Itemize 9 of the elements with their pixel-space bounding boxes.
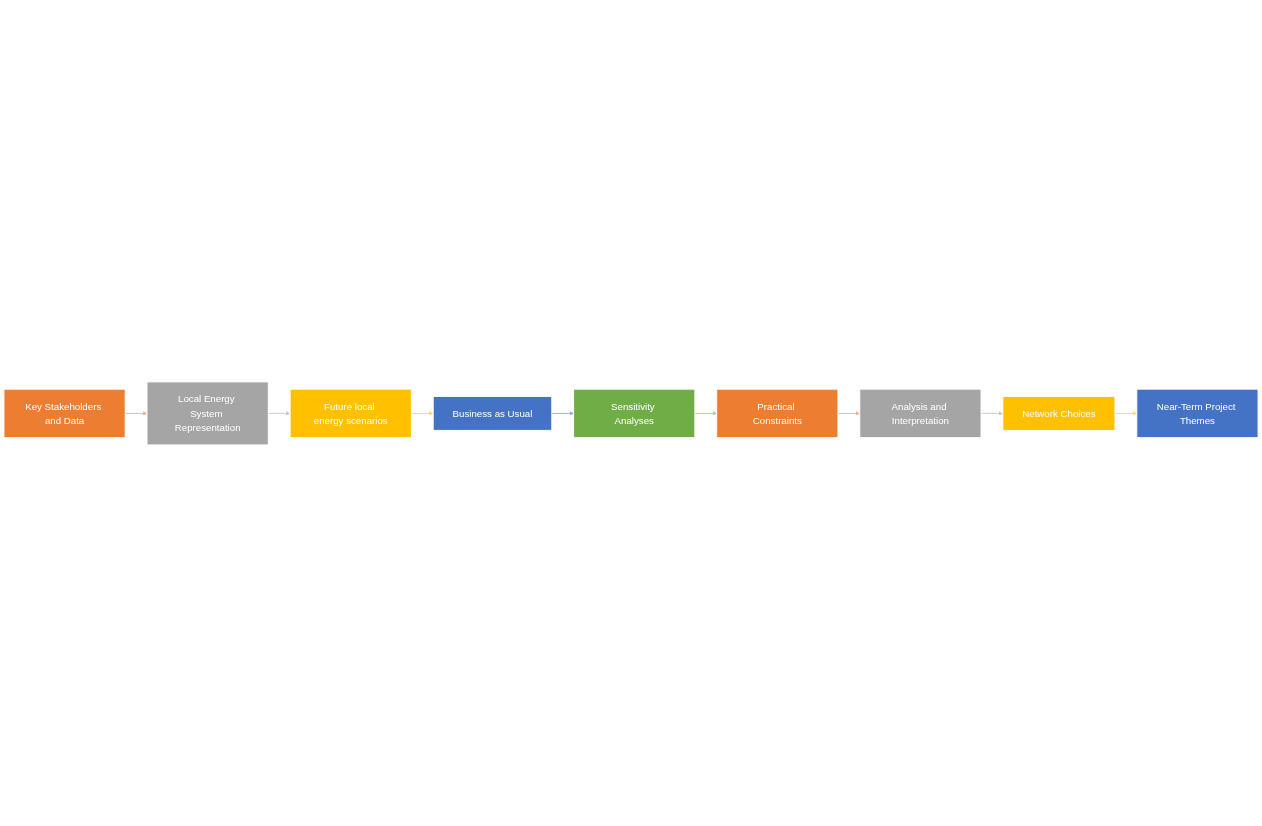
node-box: Future local energy scenarios xyxy=(289,388,412,438)
node-box: Practical Constraints xyxy=(716,388,839,438)
node-box: Local Energy System Representation xyxy=(146,381,269,445)
node-box: Sensitivity Analyses xyxy=(573,388,696,438)
node-box: Key Stakeholders and Data xyxy=(3,388,126,438)
node-box: Near-Term Project Themes xyxy=(1136,388,1259,438)
node-box: Business as Usual xyxy=(432,395,553,431)
node-box: Network Choices xyxy=(1002,395,1116,431)
node-box: Analysis and Interpretation xyxy=(859,388,982,438)
